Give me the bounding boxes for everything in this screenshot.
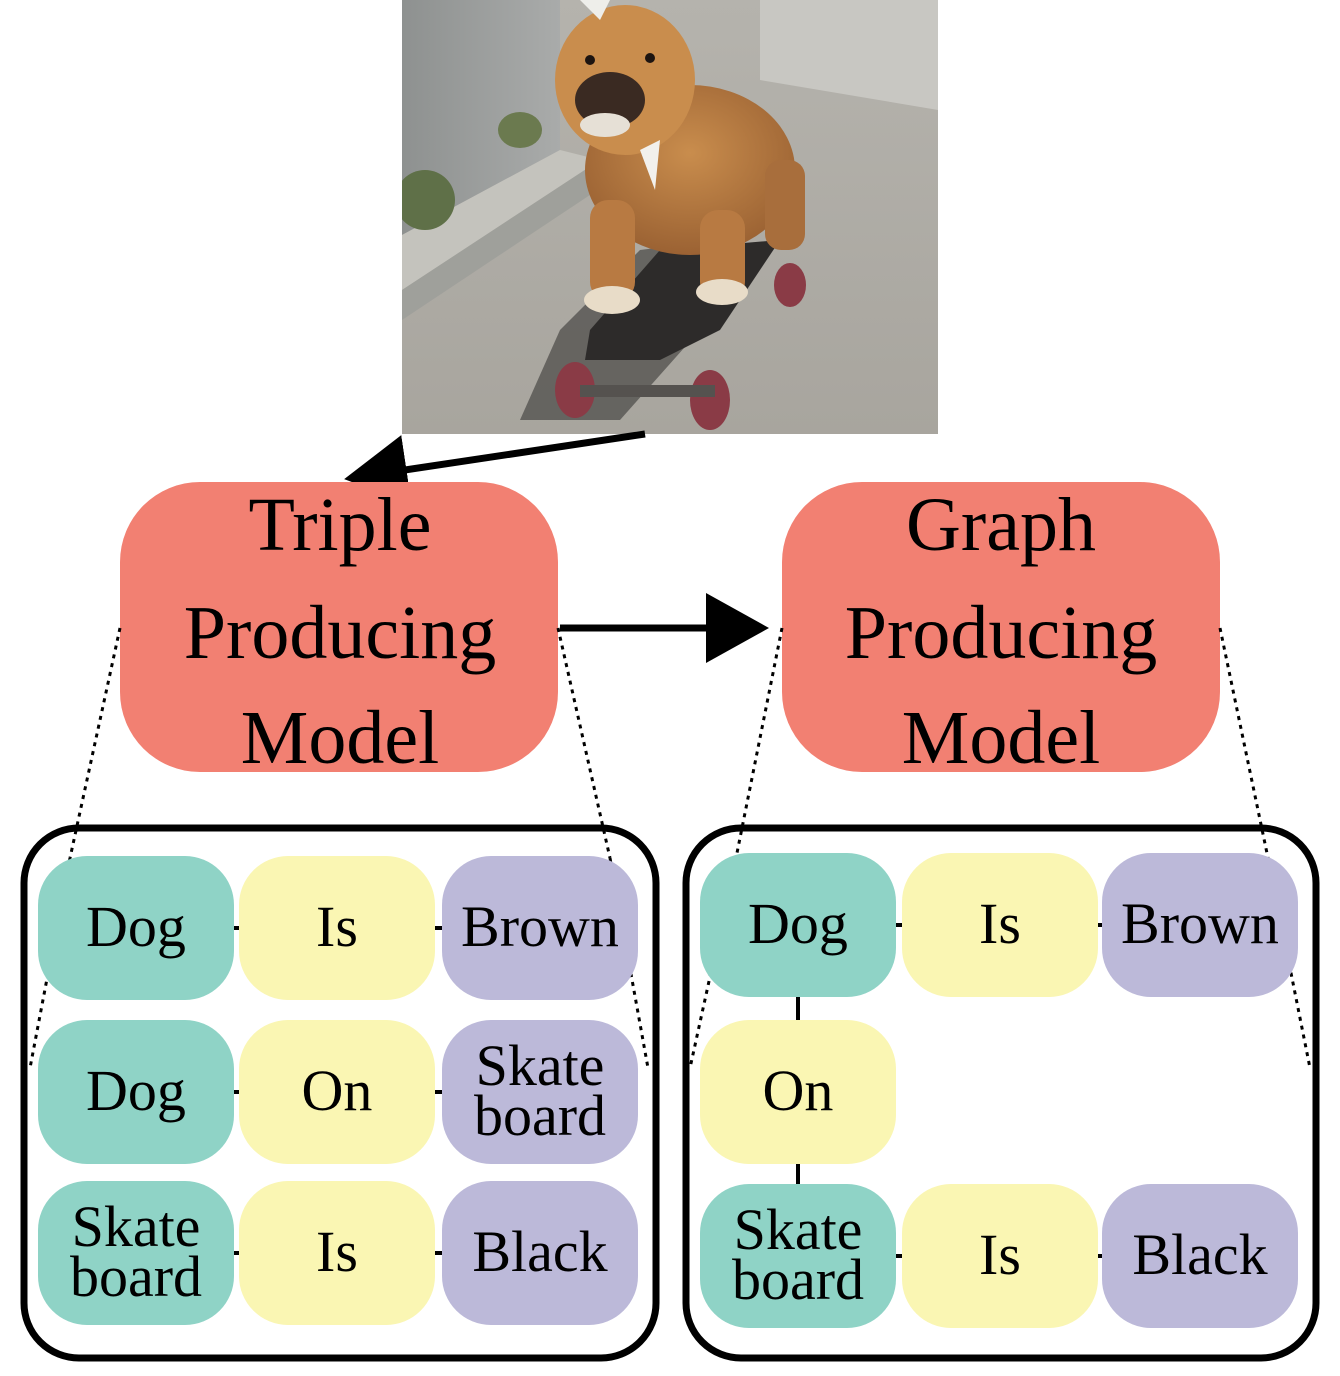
triple-predicate-node-text: Is <box>316 1219 358 1284</box>
triple-predicate-node: On <box>239 1020 435 1164</box>
triple-predicate-node: Is <box>239 856 435 1000</box>
triple-predicate-node: Is <box>239 1181 435 1325</box>
triple-object-node-text: board <box>474 1083 606 1148</box>
graph-model-line-3: Model <box>902 696 1100 780</box>
graph-node-dog: Dog <box>700 853 896 997</box>
graph-node-skateboard-text: Skate <box>734 1197 863 1262</box>
triple-predicate-node-text: Is <box>316 894 358 959</box>
graph-node-brown-text: Brown <box>1121 891 1279 956</box>
triple-subject-node-text: Dog <box>86 894 186 959</box>
triple-model-line-3: Model <box>241 696 439 780</box>
graph-node-is-bottom-text: Is <box>979 1222 1021 1287</box>
graph-node-on: On <box>700 1020 896 1164</box>
triple-producing-model: Triple Producing Model <box>120 482 558 780</box>
triple-model-line-1: Triple <box>248 483 431 567</box>
graph-node-is-bottom: Is <box>902 1184 1098 1328</box>
graph-panel-frame <box>682 824 1320 1362</box>
graph-model-line-2: Producing <box>845 591 1157 675</box>
graph-node-skateboard-text: board <box>732 1247 864 1312</box>
graph-model-line-1: Graph <box>906 483 1096 567</box>
flow-arrows <box>344 430 769 663</box>
triple-predicate-node-text: On <box>302 1058 373 1123</box>
triple-object-node: Brown <box>442 856 638 1000</box>
triple-object-node-text: Brown <box>461 894 619 959</box>
triple-subject-node-text: Dog <box>86 1058 186 1123</box>
graph-node-is-top: Is <box>902 853 1098 997</box>
triple-subject-node: Dog <box>38 1020 234 1164</box>
triple-subject-node-text: board <box>70 1244 202 1309</box>
triples-panel-frame <box>20 824 660 1362</box>
graph-node-black: Black <box>1102 1184 1298 1328</box>
bulldog-on-skateboard-photo <box>402 0 938 434</box>
triple-subject-node: Dog <box>38 856 234 1000</box>
zoom-lines <box>28 627 1312 1069</box>
triple-object-node-text: Black <box>472 1219 607 1284</box>
photo-to-triple-arrow <box>344 430 646 505</box>
triple-object-node: Black <box>442 1181 638 1325</box>
graph-node-brown: Brown <box>1102 853 1298 997</box>
graph-node-black-text: Black <box>1132 1222 1267 1287</box>
triple-model-line-2: Producing <box>184 591 496 675</box>
graph-node-on-text: On <box>763 1058 834 1123</box>
graph-node-dog-text: Dog <box>748 891 848 956</box>
triple-subject-node-text: Skate <box>72 1194 201 1259</box>
triple-object-node-text: Skate <box>476 1033 605 1098</box>
graph-node-is-top-text: Is <box>979 891 1021 956</box>
graph-producing-model: Graph Producing Model <box>782 482 1220 780</box>
